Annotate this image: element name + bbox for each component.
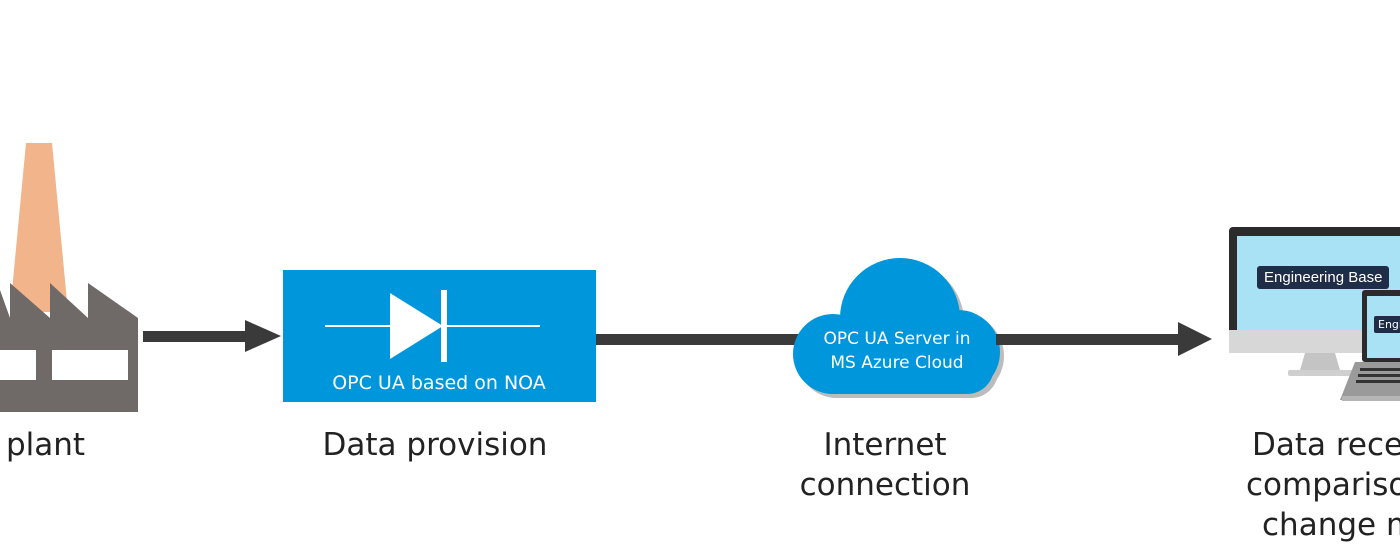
cloud-label: OPC UA Server in MS Azure Cloud (800, 327, 994, 375)
laptop-badge: Engi (1374, 316, 1400, 333)
reception-caption-line1: Data recep (1252, 427, 1400, 463)
cloud-label-line1: OPC UA Server in (823, 329, 971, 349)
internet-caption-line1: Internet (823, 427, 947, 463)
arrow-plant-to-provision (143, 320, 281, 352)
cloud-icon (793, 258, 1004, 398)
internet-caption-line2: connection (799, 467, 971, 503)
noa-box-label: OPC UA based on NOA (332, 372, 546, 394)
factory-icon (0, 143, 138, 412)
reception-caption-line2: comparison (1246, 467, 1400, 503)
arrow-cloud-to-reception (996, 322, 1212, 356)
provision-caption: Data provision (322, 427, 548, 463)
engineering-base-badge: Engineering Base (1257, 266, 1390, 289)
plant-caption: plant (6, 427, 86, 463)
internet-caption: Internet connection (770, 425, 1000, 505)
reception-caption: Data recep comparison change m (1235, 425, 1400, 545)
diode-icon (325, 290, 540, 362)
arrow-provision-to-cloud (596, 334, 810, 345)
noa-box (283, 270, 596, 402)
reception-caption-line3: change m (1262, 507, 1400, 543)
cloud-label-line2: MS Azure Cloud (830, 353, 964, 373)
